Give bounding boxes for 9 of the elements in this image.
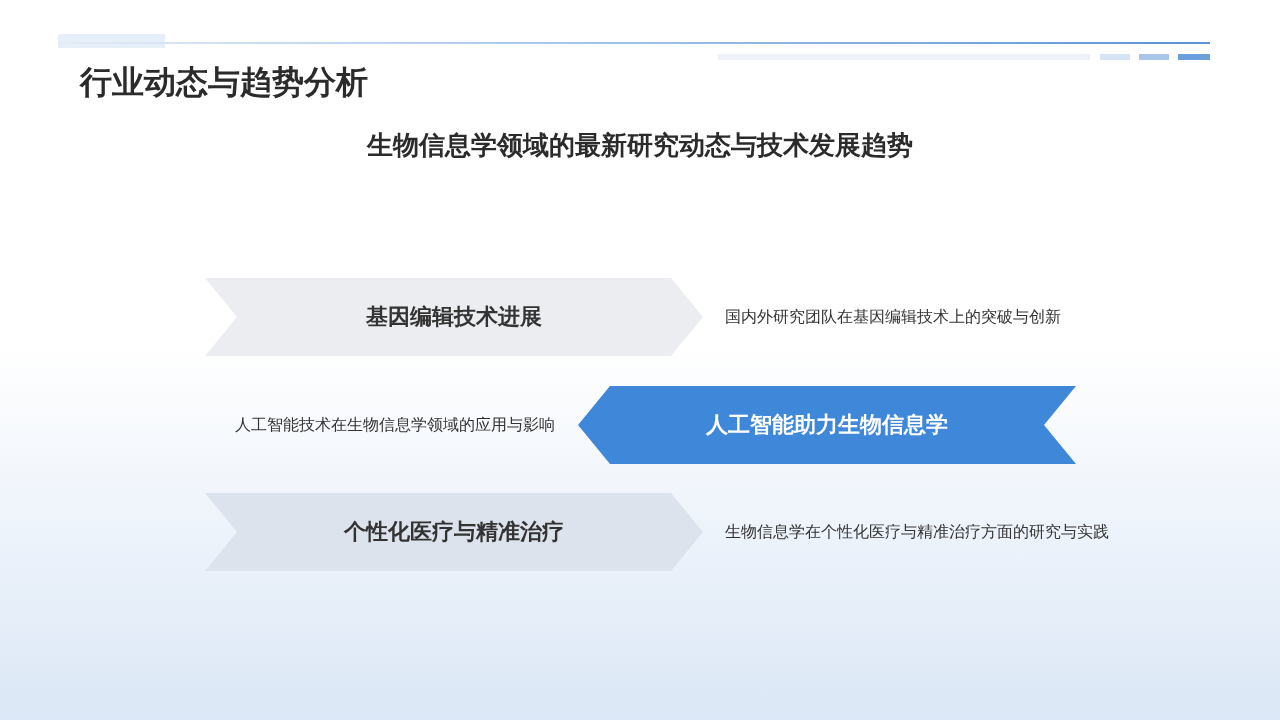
chevron-banner <box>578 386 1076 464</box>
slide-title: 行业动态与趋势分析 <box>80 62 368 102</box>
node-label: 基因编辑技术进展 <box>366 303 542 331</box>
description-text: 人工智能技术在生物信息学领域的应用与影响 <box>235 414 555 436</box>
description-text: 国内外研究团队在基因编辑技术上的突破与创新 <box>725 306 1061 328</box>
node-label: 个性化医疗与精准治疗 <box>344 518 564 546</box>
node-label: 人工智能助力生物信息学 <box>706 411 948 439</box>
subtitle: 生物信息学领域的最新研究动态与技术发展趋势 <box>367 129 913 162</box>
description-text: 生物信息学在个性化医疗与精准治疗方面的研究与实践 <box>725 521 1109 543</box>
